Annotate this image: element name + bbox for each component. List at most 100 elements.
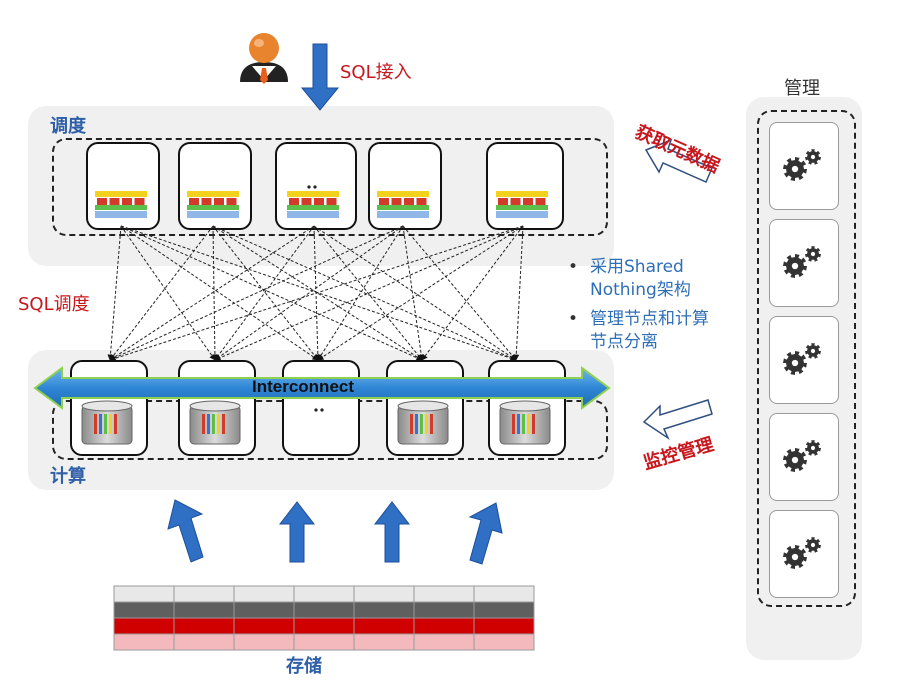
storage-cell <box>233 601 295 619</box>
gear-icon <box>783 149 821 181</box>
server-rack-icon <box>95 191 147 218</box>
monitor-arrow <box>642 399 713 441</box>
database-icons <box>81 400 551 445</box>
storage-cell <box>353 617 415 635</box>
bullet-text: 采用Shared <box>590 257 684 277</box>
connection-line <box>120 225 517 362</box>
storage-cell <box>173 633 235 651</box>
connection-line <box>513 225 524 361</box>
storage-cell <box>353 601 415 619</box>
storage-cell <box>113 601 175 619</box>
storage-cell <box>473 617 535 635</box>
storage-cell <box>293 601 355 619</box>
storage-cell <box>413 585 475 603</box>
connection-line <box>109 225 524 362</box>
storage-cell <box>113 633 175 651</box>
bullet-text: Nothing架构 <box>590 280 691 300</box>
connection-line <box>120 225 319 361</box>
management-node <box>769 510 839 598</box>
storage-cell <box>113 585 175 603</box>
management-node-group <box>757 110 856 607</box>
server-rack-icon <box>496 191 548 218</box>
connection-line <box>214 225 404 361</box>
bullet-text: 管理节点和计算 <box>590 309 709 329</box>
server-rack-icon <box>187 191 239 218</box>
storage-cell <box>473 601 535 619</box>
connection-line <box>120 225 216 361</box>
connection-mesh <box>107 225 524 362</box>
storage-cell <box>293 585 355 603</box>
compute-title: 计算 <box>50 466 86 487</box>
storage-cell <box>293 617 355 635</box>
storage-cell <box>413 633 475 651</box>
management-node <box>769 122 839 210</box>
compute-node <box>282 360 360 456</box>
storage-cell <box>113 617 175 635</box>
storage-cell <box>353 633 415 651</box>
management-node <box>769 413 839 501</box>
storage-title: 存储 <box>286 656 322 677</box>
connection-line <box>214 225 315 361</box>
gear-icon <box>783 440 821 472</box>
storage-cell <box>413 617 475 635</box>
management-title: 管理 <box>784 78 820 99</box>
scheduling-title: 调度 <box>50 116 86 137</box>
management-node <box>769 219 839 307</box>
sql-access-label: SQL接入 <box>340 62 412 83</box>
management-node <box>769 316 839 404</box>
scheduler-node-group <box>52 138 608 236</box>
storage-cell <box>173 601 235 619</box>
storage-cell <box>473 585 535 603</box>
interconnect-arrow <box>33 366 611 410</box>
database-icon <box>499 400 551 445</box>
connection-line <box>212 225 517 361</box>
storage-cell <box>233 617 295 635</box>
get-metadata-arrow <box>644 138 713 183</box>
bullet-item: •管理节点和计算节点分离 <box>568 309 709 352</box>
connection-line <box>402 225 425 361</box>
scheduler-icons <box>95 191 548 218</box>
storage-grid <box>113 585 535 651</box>
connection-line <box>212 225 423 361</box>
connection-line <box>214 225 524 361</box>
server-rack-icon <box>287 191 339 218</box>
database-icon <box>397 400 449 445</box>
gear-icon <box>783 537 821 569</box>
sql-access-arrow <box>300 43 340 111</box>
connection-line <box>211 225 218 361</box>
connection-line <box>107 225 122 361</box>
interconnect-label: Interconnect <box>252 377 355 396</box>
storage-cell <box>173 585 235 603</box>
connection-line <box>313 225 517 361</box>
gear-icon <box>783 343 821 375</box>
bullet-text: 节点分离 <box>590 332 658 352</box>
connection-line <box>109 225 214 361</box>
connection-line <box>317 225 404 361</box>
dots-icon <box>307 185 324 412</box>
connection-line <box>120 225 423 361</box>
database-icon <box>189 400 241 445</box>
connection-line <box>313 225 423 361</box>
server-rack-icon <box>377 191 429 218</box>
connection-line <box>317 225 524 361</box>
user-icon <box>240 33 288 84</box>
connection-line <box>109 225 315 361</box>
sql-scheduling-label: SQL调度 <box>18 294 90 315</box>
database-icon <box>81 400 133 445</box>
storage-cell <box>293 633 355 651</box>
gear-icon <box>783 246 821 278</box>
connection-line <box>402 225 517 361</box>
storage-cell <box>473 633 535 651</box>
storage-cell <box>413 601 475 619</box>
storage-cell <box>353 585 415 603</box>
storage-cell <box>173 617 235 635</box>
storage-cell <box>233 585 295 603</box>
connection-line <box>421 225 524 361</box>
storage-arrows <box>167 499 503 565</box>
connection-line <box>109 225 404 361</box>
storage-cell <box>233 633 295 651</box>
connection-line <box>212 225 319 361</box>
